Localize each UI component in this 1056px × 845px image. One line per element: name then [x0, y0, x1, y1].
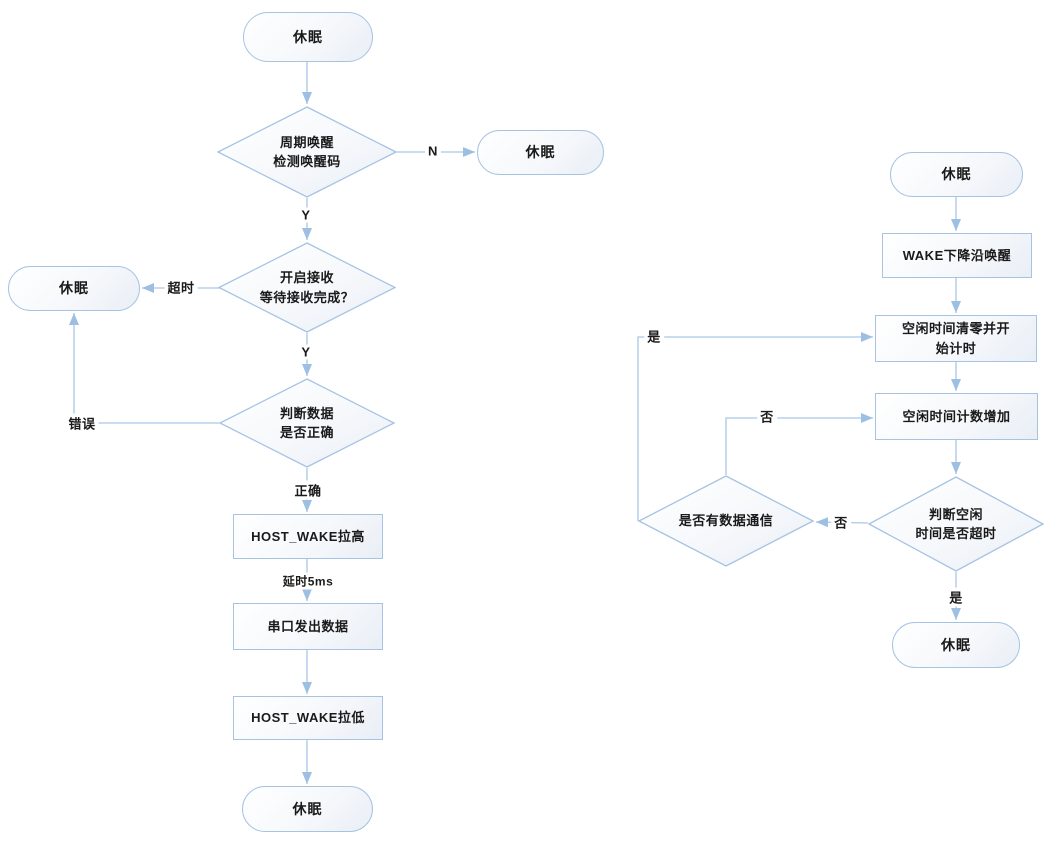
diamond-shape: [638, 475, 814, 567]
diamond-shape: [218, 242, 396, 333]
diamond-shape: [217, 106, 397, 198]
node-label: 开启接收 等待接收完成？: [259, 270, 355, 305]
diamond-shape: [219, 378, 395, 468]
node-label: 休眠: [941, 166, 972, 182]
left-decision-periodic-wakeup: 周期唤醒 检测唤醒码: [217, 106, 397, 198]
diamond-shape: [868, 476, 1044, 572]
node-label: 空闲时间计数增加: [902, 408, 1011, 424]
node-label: HOST_WAKE拉高: [251, 528, 365, 544]
edge-label-yes-restart: 是: [644, 326, 664, 346]
left-sleep-n-terminator: 休眠: [477, 130, 604, 175]
left-decision-data-correct: 判断数据 是否正确: [219, 378, 395, 468]
left-end-sleep-terminator: 休眠: [242, 786, 373, 832]
left-process-uart-send: 串口发出数据: [233, 603, 383, 650]
edge-label-no-comm: 否: [831, 512, 851, 532]
node-label: 判断数据 是否正确: [279, 405, 334, 441]
node-label: HOST_WAKE拉低: [251, 710, 365, 726]
node-label: 休眠: [525, 144, 556, 160]
edge-label-no-count: 否: [757, 406, 777, 426]
node-label: 是否有数据通信: [678, 513, 774, 529]
left-start-sleep-terminator: 休眠: [243, 12, 373, 62]
right-decision-idle-timeout: 判断空闲 时间是否超时: [868, 476, 1044, 572]
node-label: WAKE下降沿唤醒: [902, 247, 1012, 263]
right-start-sleep-terminator: 休眠: [890, 152, 1023, 197]
right-process-idle-count-increase: 空闲时间计数增加: [875, 393, 1038, 440]
node-label: 休眠: [59, 280, 89, 296]
right-process-idle-timer-reset: 空闲时间清零并开 始计时: [875, 315, 1037, 362]
edge-label-timeout: 超时: [164, 277, 198, 297]
left-sleep-timeout-terminator: 休眠: [8, 266, 140, 311]
edge-label-y2: Y: [298, 344, 314, 360]
edge-label-y1: Y: [298, 207, 314, 223]
left-process-host-wake-low: HOST_WAKE拉低: [233, 696, 383, 740]
node-label: 空闲时间清零并开 始计时: [901, 321, 1010, 356]
left-decision-receive-complete: 开启接收 等待接收完成？: [218, 242, 396, 333]
edge-label-error: 错误: [65, 413, 99, 433]
node-label: 串口发出数据: [267, 618, 349, 634]
right-process-wake-falling-edge: WAKE下降沿唤醒: [882, 233, 1032, 278]
right-end-sleep-terminator: 休眠: [892, 622, 1020, 668]
left-process-host-wake-high: HOST_WAKE拉高: [233, 514, 383, 559]
edge-label-correct: 正确: [291, 480, 325, 500]
node-label: 休眠: [293, 28, 323, 45]
edge-label-n: N: [425, 143, 441, 159]
node-label: 判断空闲 时间是否超时: [915, 506, 997, 542]
edge-label-delay-5ms: 延时5ms: [279, 572, 337, 590]
node-label: 休眠: [941, 636, 971, 653]
edge-label-yes-sleep: 是: [946, 587, 966, 607]
right-decision-data-communication: 是否有数据通信: [638, 475, 814, 567]
node-label: 休眠: [292, 800, 323, 817]
node-label: 周期唤醒 检测唤醒码: [273, 134, 341, 170]
